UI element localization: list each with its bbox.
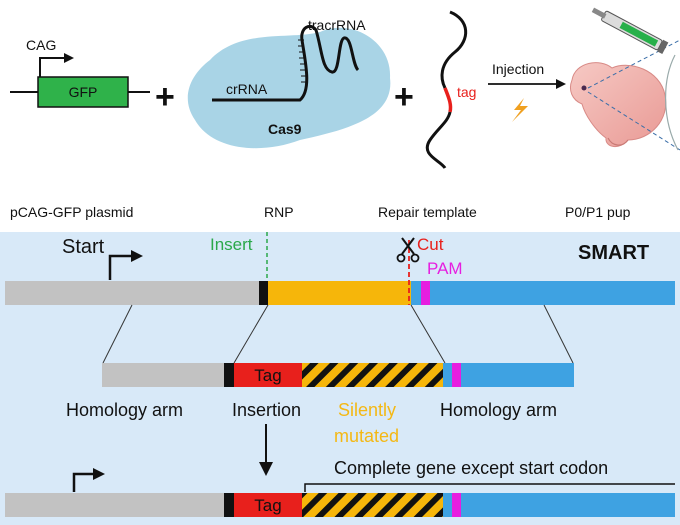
pup-body xyxy=(569,62,667,147)
guide-rna-strand xyxy=(212,24,360,102)
template-tag-label: Tag xyxy=(254,366,281,385)
donor-strand-bottom xyxy=(425,111,452,169)
complete-gene-bracket xyxy=(304,483,675,492)
donor-tag-segment xyxy=(443,87,453,113)
plasmid: GFP CAG xyxy=(10,37,150,108)
gfp-label: GFP xyxy=(69,84,98,100)
edited-tag-label: Tag xyxy=(254,496,281,515)
genomic-locus xyxy=(5,281,675,305)
locus-orange-segment xyxy=(268,281,411,305)
donor-dna: tag xyxy=(425,10,476,169)
gfp-box xyxy=(37,76,129,108)
template-silent-mutations xyxy=(302,363,443,387)
locus-blue-gap xyxy=(411,281,421,305)
start-arrowhead-icon xyxy=(131,250,143,262)
syringe-icon xyxy=(591,7,669,55)
plus-sign-2: + xyxy=(394,78,414,116)
insert-label: Insert xyxy=(210,235,253,254)
template-blue-gap xyxy=(443,363,452,387)
donor-strand-top xyxy=(440,10,468,89)
promoter-arrowhead-icon xyxy=(64,53,74,63)
pup-illustration xyxy=(569,7,680,151)
edited-blue-gap xyxy=(443,493,452,517)
lightning-icon xyxy=(512,98,528,122)
pam-label: PAM xyxy=(427,259,463,278)
crrna-label: crRNA xyxy=(226,81,268,97)
scissors-icon xyxy=(396,237,420,263)
locus-blue-segment xyxy=(430,281,675,305)
injection-arrowhead-icon xyxy=(556,79,566,89)
tracrrna-label: tracrRNA xyxy=(308,17,366,33)
insertion-label: Insertion xyxy=(232,400,301,420)
template-tag xyxy=(234,363,302,387)
complete-gene-label: Complete gene except start codon xyxy=(334,458,608,478)
edited-gray-segment xyxy=(5,493,224,517)
cag-label: CAG xyxy=(26,37,56,53)
edited-start-codon xyxy=(224,493,234,517)
start-arrow-icon xyxy=(108,254,134,280)
homology-arm-right-label: Homology arm xyxy=(440,400,557,420)
edited-blue-segment xyxy=(461,493,675,517)
caption-rnp: RNP xyxy=(264,204,294,220)
edited-pam xyxy=(452,493,461,517)
template-start-codon xyxy=(224,363,234,387)
donor-tag-label: tag xyxy=(457,84,476,100)
cas9-label: Cas9 xyxy=(268,121,302,137)
caption-plasmid: pCAG-GFP plasmid xyxy=(10,204,133,220)
smart-label: SMART xyxy=(578,242,649,264)
edited-start-arrowhead-icon xyxy=(93,468,105,480)
plus-sign-1: + xyxy=(155,78,175,116)
injection-label: Injection xyxy=(492,61,544,77)
mutated-label: mutated xyxy=(334,426,399,446)
promoter-arrow-icon xyxy=(39,57,66,77)
locus-gray-segment xyxy=(5,281,259,305)
start-label: Start xyxy=(62,236,105,258)
edited-start-arrow-icon xyxy=(72,472,96,492)
locus-start-codon xyxy=(259,281,268,305)
zoom-circle-edge xyxy=(665,54,679,151)
cut-label: Cut xyxy=(417,235,444,254)
pup-eye xyxy=(581,85,587,91)
insertion-arrowhead-icon xyxy=(259,462,273,476)
edited-tag xyxy=(234,493,302,517)
homology-projection-lines xyxy=(102,304,574,364)
caption-repair-template: Repair template xyxy=(378,204,477,220)
template-left-arm xyxy=(102,363,224,387)
template-right-arm xyxy=(461,363,574,387)
pup-leg xyxy=(607,137,629,146)
silently-label: Silently xyxy=(338,400,396,420)
rnp: crRNA tracrRNA Cas9 xyxy=(187,17,391,149)
edited-allele: Tag xyxy=(5,493,675,517)
homology-arm-left-label: Homology arm xyxy=(66,400,183,420)
rna-base-pairs xyxy=(298,39,307,83)
repair-template: Tag xyxy=(102,363,574,387)
injection: Injection xyxy=(488,61,566,122)
template-pam xyxy=(452,363,461,387)
locus-pam xyxy=(421,281,430,305)
caption-pup: P0/P1 pup xyxy=(565,204,631,220)
edited-silent-mutations xyxy=(302,493,443,517)
